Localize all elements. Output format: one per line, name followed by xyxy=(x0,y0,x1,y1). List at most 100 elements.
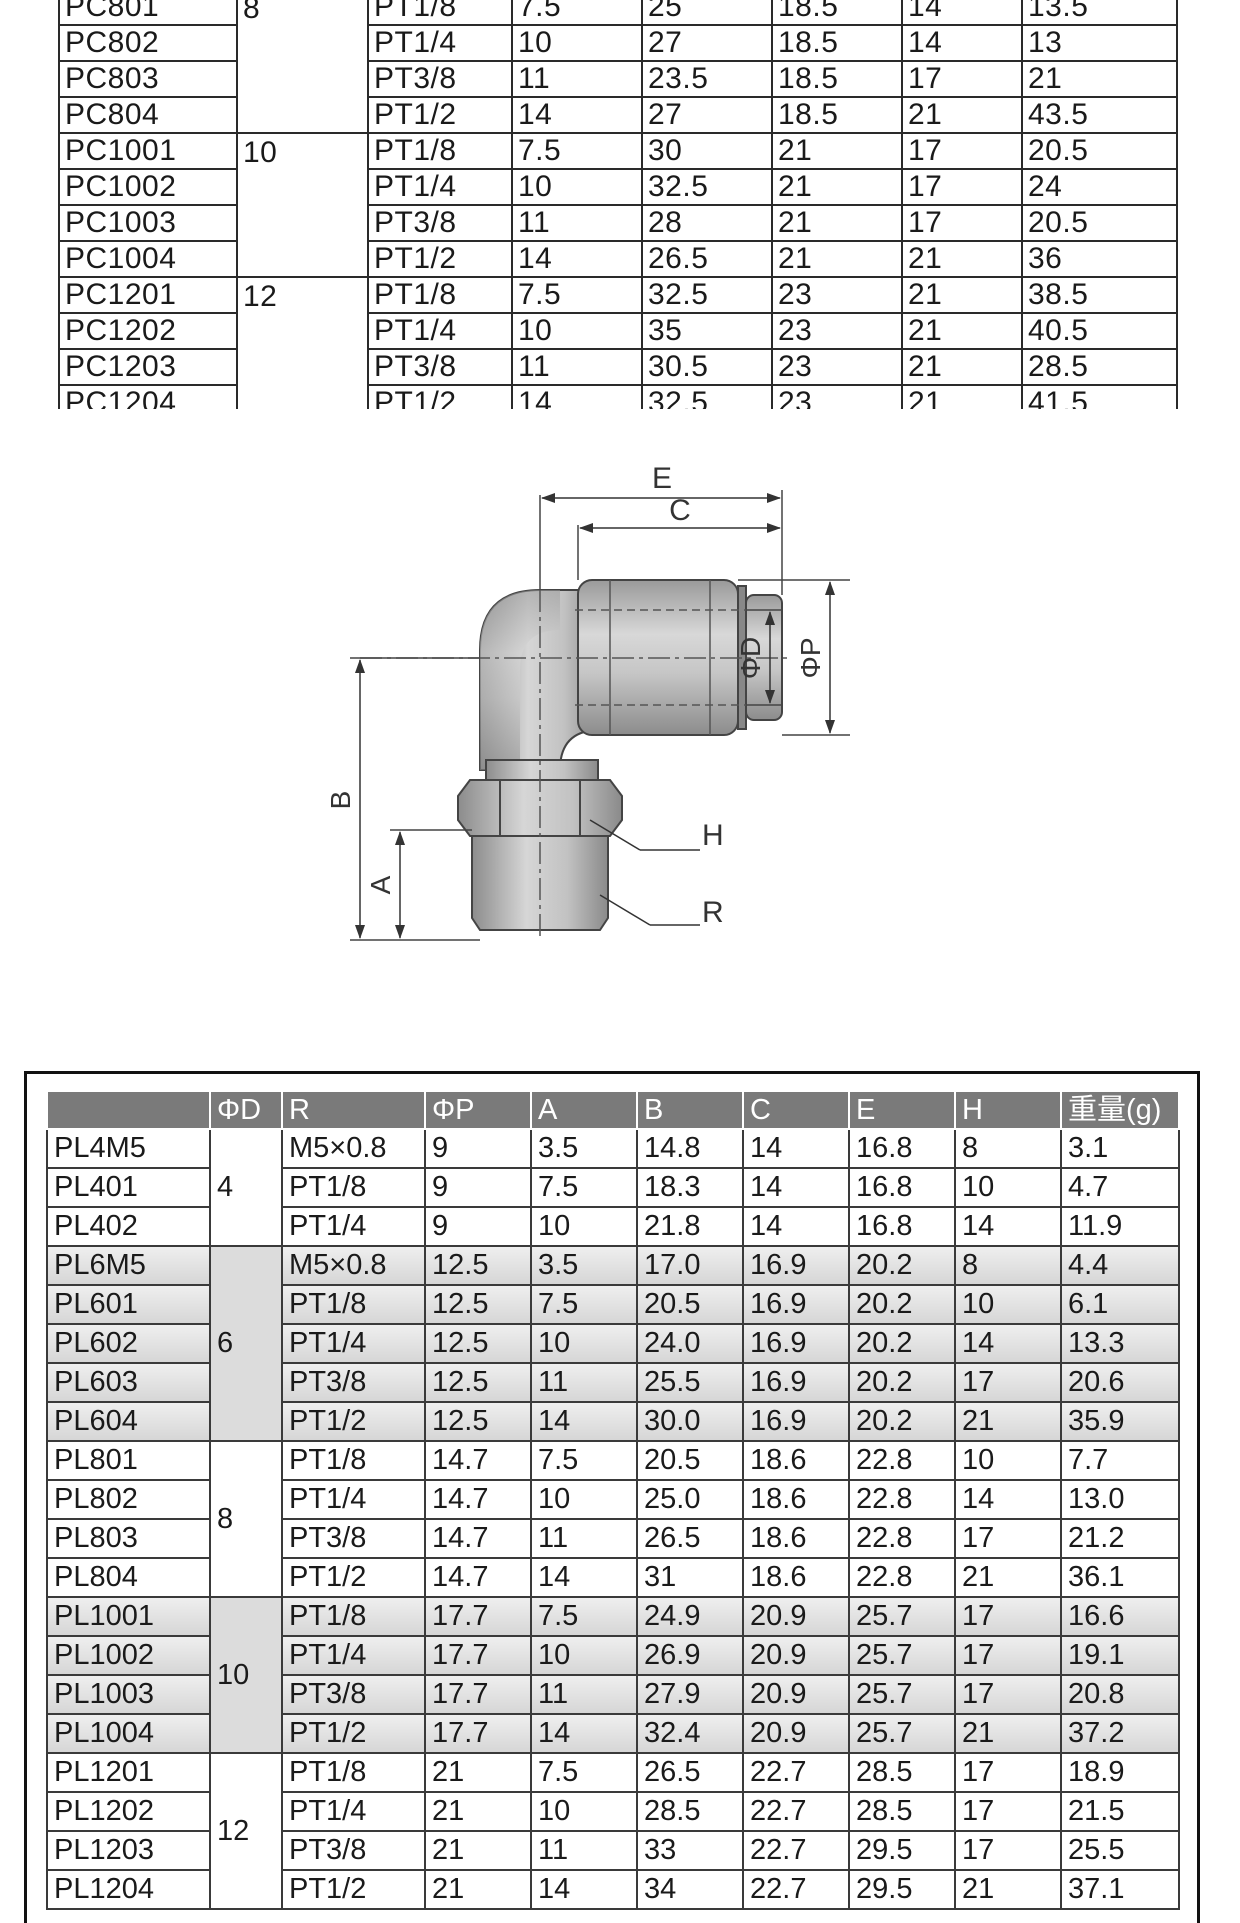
pl-value-cell: 21.8 xyxy=(636,1206,744,1247)
pl-value-cell: 28.5 xyxy=(848,1791,956,1832)
pl-value-cell: 10 xyxy=(530,1206,638,1247)
pc-value-cell: 21 xyxy=(901,348,1023,386)
pl-value-cell: 10 xyxy=(530,1791,638,1832)
pc-value-cell: 14 xyxy=(511,384,643,409)
pl-value-cell: 26.9 xyxy=(636,1635,744,1676)
pl-value-cell: 14 xyxy=(954,1206,1062,1247)
pl-value-cell: 10 xyxy=(954,1167,1062,1208)
pc-thread-cell: PT3/8 xyxy=(367,348,513,386)
pl-value-cell: 25.7 xyxy=(848,1596,956,1637)
pl-value-cell: 14 xyxy=(742,1128,850,1169)
pc-weight-cell: 38.5 xyxy=(1021,276,1178,314)
pl-weight-cell: 21.2 xyxy=(1060,1518,1180,1559)
pl-value-cell: 14.7 xyxy=(424,1440,532,1481)
pl-header-cell: E xyxy=(848,1090,956,1130)
pl-value-cell: 21 xyxy=(424,1869,532,1910)
pl-value-cell: 21 xyxy=(424,1791,532,1832)
pl-weight-cell: 21.5 xyxy=(1060,1791,1180,1832)
pl-weight-cell: 20.6 xyxy=(1060,1362,1180,1403)
pl-weight-cell: 19.1 xyxy=(1060,1635,1180,1676)
pc-thread-cell: PT1/8 xyxy=(367,0,513,26)
pl-value-cell: 14.7 xyxy=(424,1518,532,1559)
pc-thread-cell: PT1/8 xyxy=(367,276,513,314)
pl-value-cell: PT1/8 xyxy=(281,1752,426,1793)
pl-value-cell: 12.5 xyxy=(424,1284,532,1325)
pl-value-cell: PT1/8 xyxy=(281,1284,426,1325)
pl-value-cell: 17 xyxy=(954,1674,1062,1715)
pc-model-cell: PC1002 xyxy=(58,168,238,206)
pl-weight-cell: 35.9 xyxy=(1060,1401,1180,1442)
pl-weight-cell: 36.1 xyxy=(1060,1557,1180,1598)
pc-thread-cell: PT1/2 xyxy=(367,384,513,409)
pl-value-cell: 14.8 xyxy=(636,1128,744,1169)
pl-value-cell: 26.5 xyxy=(636,1752,744,1793)
pl-value-cell: M5×0.8 xyxy=(281,1245,426,1286)
pl-value-cell: 29.5 xyxy=(848,1869,956,1910)
pl-value-cell: 12.5 xyxy=(424,1323,532,1364)
pl-value-cell: 8 xyxy=(954,1128,1062,1169)
pl-value-cell: PT3/8 xyxy=(281,1674,426,1715)
pc-value-cell: 21 xyxy=(901,96,1023,134)
pc-thread-cell: PT1/2 xyxy=(367,240,513,278)
pl-model-cell: PL604 xyxy=(46,1401,211,1442)
pl-value-cell: 9 xyxy=(424,1167,532,1208)
pl-series-table-frame xyxy=(24,1071,1200,1923)
pc-thread-cell: PT3/8 xyxy=(367,204,513,242)
pl-weight-cell: 11.9 xyxy=(1060,1206,1180,1247)
pl-value-cell: 14 xyxy=(742,1167,850,1208)
pl-value-cell: 22.8 xyxy=(848,1479,956,1520)
pc-value-cell: 14 xyxy=(511,240,643,278)
pl-value-cell: 17 xyxy=(954,1596,1062,1637)
pl-header-cell xyxy=(46,1090,211,1130)
pl-value-cell: 30.0 xyxy=(636,1401,744,1442)
pc-weight-cell: 13 xyxy=(1021,24,1178,62)
pl-value-cell: 28.5 xyxy=(636,1791,744,1832)
pc-value-cell: 14 xyxy=(901,24,1023,62)
pl-value-cell: 18.6 xyxy=(742,1440,850,1481)
pc-weight-cell: 20.5 xyxy=(1021,204,1178,242)
pl-value-cell: PT1/8 xyxy=(281,1596,426,1637)
pl-weight-cell: 13.3 xyxy=(1060,1323,1180,1364)
pc-weight-cell: 43.5 xyxy=(1021,96,1178,134)
pc-value-cell: 23 xyxy=(771,348,903,386)
pl-value-cell: 25.7 xyxy=(848,1674,956,1715)
pl-value-cell: 18.6 xyxy=(742,1479,850,1520)
pl-weight-cell: 3.1 xyxy=(1060,1128,1180,1169)
pl-header-cell: B xyxy=(636,1090,744,1130)
pl-header-cell: C xyxy=(742,1090,850,1130)
pc-value-cell: 26.5 xyxy=(641,240,773,278)
pc-value-cell: 21 xyxy=(901,384,1023,409)
pl-model-cell: PL1203 xyxy=(46,1830,211,1871)
pl-value-cell: 7.5 xyxy=(530,1596,638,1637)
pl-weight-cell: 13.0 xyxy=(1060,1479,1180,1520)
pc-value-cell: 23 xyxy=(771,312,903,350)
pl-value-cell: 21 xyxy=(954,1557,1062,1598)
pl-model-cell: PL1004 xyxy=(46,1713,211,1754)
pl-diameter-cell: 12 xyxy=(209,1752,283,1910)
pl-model-cell: PL1202 xyxy=(46,1791,211,1832)
pl-value-cell: PT1/4 xyxy=(281,1323,426,1364)
pc-value-cell: 21 xyxy=(901,312,1023,350)
pl-value-cell: 14 xyxy=(954,1323,1062,1364)
pl-value-cell: 16.9 xyxy=(742,1284,850,1325)
pc-value-cell: 23 xyxy=(771,384,903,409)
pl-value-cell: PT1/4 xyxy=(281,1635,426,1676)
pl-model-cell: PL801 xyxy=(46,1440,211,1481)
pl-value-cell: 16.9 xyxy=(742,1323,850,1364)
pl-value-cell: 10 xyxy=(530,1635,638,1676)
pl-value-cell: PT1/8 xyxy=(281,1440,426,1481)
pc-value-cell: 17 xyxy=(901,60,1023,98)
pl-value-cell: PT3/8 xyxy=(281,1518,426,1559)
pl-value-cell: PT1/4 xyxy=(281,1479,426,1520)
pl-value-cell: 7.5 xyxy=(530,1752,638,1793)
pc-value-cell: 21 xyxy=(771,168,903,206)
pl-value-cell: 14 xyxy=(742,1206,850,1247)
